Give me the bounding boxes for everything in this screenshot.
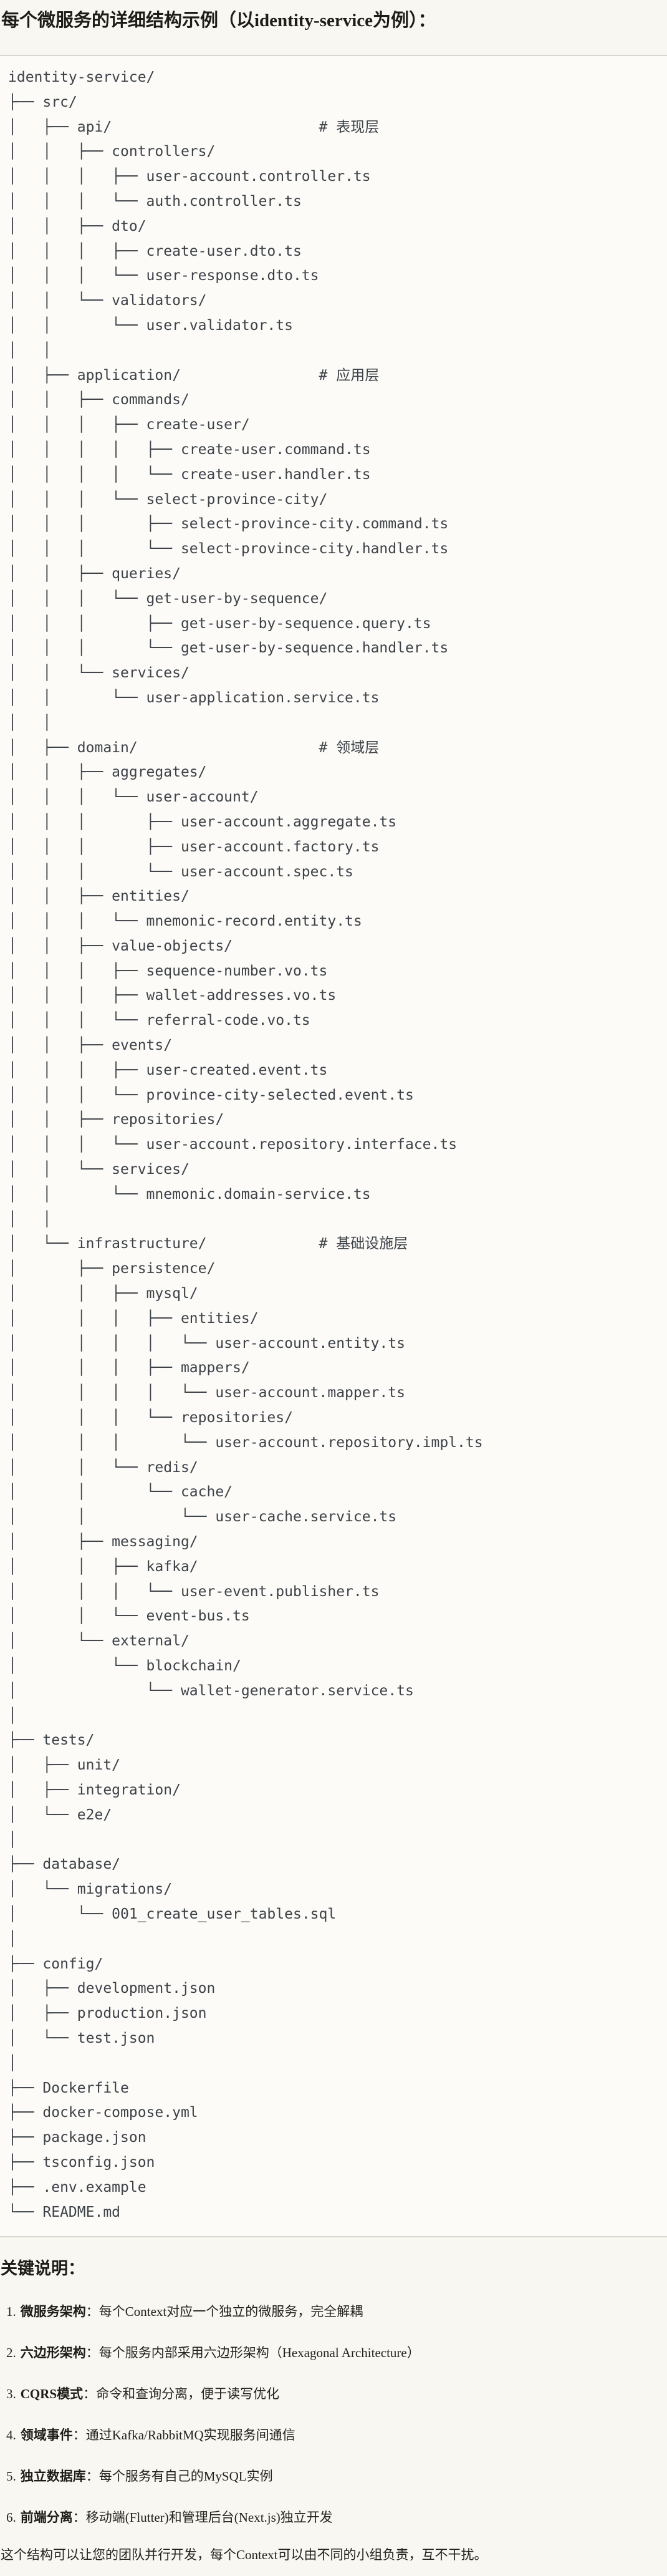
note-label: CQRS模式 xyxy=(20,2386,84,2402)
note-item-domain-events: 4. 领域事件：通过Kafka/RabbitMQ实现服务间通信 xyxy=(6,2425,667,2445)
note-text: ：通过Kafka/RabbitMQ实现服务间通信 xyxy=(72,2428,295,2443)
note-label: 领域事件 xyxy=(20,2428,73,2443)
note-label: 微服务架构 xyxy=(20,2304,86,2320)
note-number: 6. xyxy=(6,2510,16,2525)
note-text: ：命令和查询分离，便于读写优化 xyxy=(83,2386,280,2402)
note-text: ：移动端(Flutter)和管理后台(Next.js)独立开发 xyxy=(72,2510,333,2525)
note-number: 5. xyxy=(6,2469,16,2484)
note-label: 前端分离 xyxy=(20,2510,73,2525)
note-item-cqrs: 3.CQRS模式：命令和查询分离，便于读写优化 xyxy=(6,2384,667,2404)
note-number: 4. xyxy=(6,2428,16,2443)
note-text: ：每个服务有自己的MySQL实例 xyxy=(85,2469,273,2484)
note-label: 六边形架构 xyxy=(20,2345,86,2361)
note-item-frontend-separation: 6. 前端分离：移动端(Flutter)和管理后台(Next.js)独立开发 xyxy=(6,2507,667,2527)
notes-heading: 关键说明： xyxy=(1,2259,85,2278)
note-item-hexagonal: 2.六边形架构：每个服务内部采用六边形架构（Hexagonal Architec… xyxy=(6,2343,667,2363)
page-title: 每个微服务的详细结构示例（以identity-service为例）： xyxy=(1,11,436,31)
document-page: 每个微服务的详细结构示例（以identity-service为例）： ident… xyxy=(0,8,667,2565)
note-item-independent-db: 5. 独立数据库：每个服务有自己的MySQL实例 xyxy=(6,2466,667,2486)
note-number: 3. xyxy=(6,2386,16,2402)
directory-tree-code-block: identity-service/ ├── src/ │ ├── api/ # … xyxy=(0,55,667,2238)
note-text: ：每个Context对应一个独立的微服务，完全解耦 xyxy=(85,2304,363,2320)
note-number: 2. xyxy=(6,2345,16,2361)
directory-tree: identity-service/ ├── src/ │ ├── api/ # … xyxy=(8,69,483,2220)
note-number: 1. xyxy=(6,2304,16,2320)
note-text: ：每个服务内部采用六边形架构（Hexagonal Architecture） xyxy=(85,2345,420,2361)
note-label: 独立数据库 xyxy=(20,2469,86,2484)
note-item-microservice: 1.微服务架构：每个Context对应一个独立的微服务，完全解耦 xyxy=(6,2302,667,2322)
closing-paragraph: 这个结构可以让您的团队并行开发，每个Context可以由不同的小组负责，互不干扰… xyxy=(1,2547,487,2563)
